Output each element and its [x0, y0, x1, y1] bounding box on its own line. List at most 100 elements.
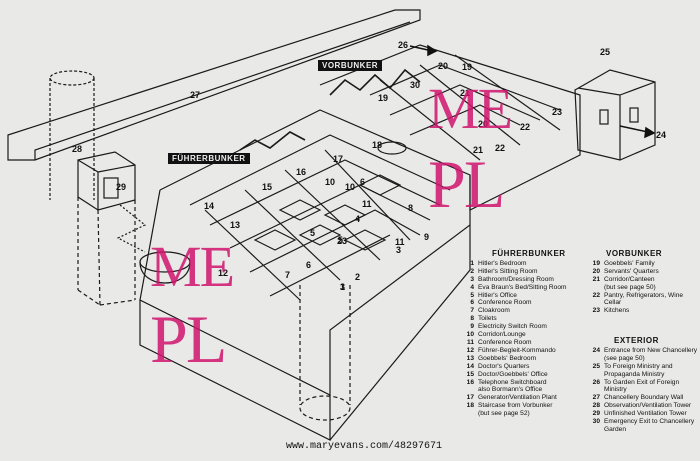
- legend-item-text: Unfinished Ventilation Tower: [604, 410, 687, 418]
- room-number-label: 6: [306, 260, 311, 270]
- room-number-label: 19: [462, 62, 472, 72]
- legend-item: Cellar: [588, 299, 700, 307]
- room-number-label: 15: [262, 182, 272, 192]
- legend-item-text: Telephone Switchboard: [478, 378, 547, 386]
- legend-item: 13 Goebbels' Bedroom: [462, 355, 590, 363]
- legend-item-text: (but see page 50): [604, 283, 656, 291]
- room-number-label: 10: [345, 182, 355, 192]
- legend-item: 7 Cloakroom: [462, 307, 590, 315]
- legend-item-number: 28: [592, 402, 600, 410]
- legend-item-number: 10: [466, 331, 474, 339]
- legend-item-number: 25: [592, 362, 600, 370]
- room-number-label: 30: [410, 80, 420, 90]
- room-number-label: 1: [340, 282, 345, 292]
- legend-item-number: 26: [592, 378, 600, 386]
- watermark-me-right: ME: [428, 76, 513, 141]
- legend-item-number: [588, 299, 600, 307]
- legend-item-number: 2: [470, 267, 474, 275]
- legend-item: Ministry: [588, 386, 700, 394]
- legend-item-text: Observation/Ventilation Tower: [604, 402, 692, 410]
- legend-item-number: 1: [470, 259, 474, 267]
- legend-item-text: Kitchens: [604, 307, 630, 315]
- legend-item-text: Staircase from Vorbunker: [478, 402, 553, 410]
- legend-item-number: 15: [466, 370, 474, 378]
- room-number-label: 5: [338, 235, 343, 245]
- room-number-label: 3: [396, 245, 401, 255]
- room-number-label: 11: [362, 199, 372, 209]
- legend-item-number: [462, 410, 474, 418]
- legend-item-text: Servants' Quarters: [604, 267, 659, 275]
- legend-item-number: [588, 371, 600, 379]
- room-number-label: 7: [285, 270, 290, 280]
- room-number-label: 14: [204, 201, 214, 211]
- legend-item-number: 29: [592, 410, 600, 418]
- legend-item: 2 Hitler's Sitting Room: [462, 268, 590, 276]
- tower-29-top: [49, 70, 95, 86]
- legend-item-number: [588, 386, 600, 394]
- room-number-label: 21: [473, 145, 483, 155]
- legend-item-text: Cloakroom: [478, 307, 510, 315]
- legend-item-number: 7: [470, 307, 474, 315]
- arrow-26: [409, 45, 429, 51]
- fuhrerbunker-banner: FÜHRERBUNKER: [168, 153, 250, 164]
- legend-item-text: Goebbels' Bedroom: [478, 354, 537, 362]
- legend-item-number: 19: [592, 259, 600, 267]
- legend-item-text: (but see page 52): [478, 410, 530, 418]
- watermark-pl-left: PL: [150, 301, 227, 377]
- legend-item-number: 13: [466, 354, 474, 362]
- legend-item-text: Ministry: [604, 386, 627, 394]
- legend-item: 20 Servants' Quarters: [588, 268, 700, 276]
- legend-item-text: (see page 50): [604, 354, 645, 362]
- legend-item: Propaganda Ministry: [588, 371, 700, 379]
- legend-heading: FÜHRERBUNKER: [492, 249, 566, 258]
- room-number-label: 5: [310, 228, 315, 238]
- legend-item: also Bormann's Office: [462, 386, 590, 394]
- legend-item-number: 8: [470, 315, 474, 323]
- legend-item-number: 30: [592, 418, 600, 426]
- legend-heading: VORBUNKER: [606, 249, 663, 258]
- room-number-label: 19: [378, 93, 388, 103]
- room-number-label: 24: [656, 130, 666, 140]
- legend-item-number: 24: [592, 346, 600, 354]
- legend-item-number: 20: [592, 267, 600, 275]
- legend-item: Garden: [588, 426, 700, 434]
- legend-item: 19 Goebbels' Family: [588, 260, 700, 268]
- legend-item-text: Goebbels' Family: [604, 259, 655, 267]
- room-number-label: 26: [398, 40, 408, 50]
- legend-item-text: Conference Room: [478, 338, 532, 346]
- tower-28-base: [299, 395, 351, 421]
- room-number-label: 28: [72, 144, 82, 154]
- legend-item: 11 Conference Room: [462, 339, 590, 347]
- legend-item-text: Emergency Exit to Chancellery: [604, 418, 695, 426]
- legend-item-text: also Bormann's Office: [478, 386, 543, 394]
- room-number-label: 18: [372, 140, 382, 150]
- legend-item-text: To Foreign Ministry and: [604, 362, 673, 370]
- legend-item: (see page 50): [588, 355, 700, 363]
- exit-30-block: [77, 151, 136, 211]
- legend-item-text: Eva Braun's Bed/Sitting Room: [478, 283, 567, 291]
- legend-item-number: 17: [466, 394, 474, 402]
- room-number-label: 22: [495, 143, 505, 153]
- legend-item-number: 11: [467, 338, 474, 346]
- legend-item: 29 Unfinished Ventilation Tower: [588, 410, 700, 418]
- legend-item-text: Doctor's Quarters: [478, 362, 530, 370]
- room-number-label: 2: [355, 272, 360, 282]
- legend-item-text: Hitler's Sitting Room: [478, 267, 538, 275]
- legend-item-number: 21: [592, 275, 600, 283]
- credit-text: www.maryevans.com/48297671: [286, 441, 443, 452]
- room-number-label: 13: [230, 220, 240, 230]
- legend-item: 30 Emergency Exit to Chancellery: [588, 418, 700, 426]
- legend-item-text: Bathroom/Dressing Room: [478, 275, 554, 283]
